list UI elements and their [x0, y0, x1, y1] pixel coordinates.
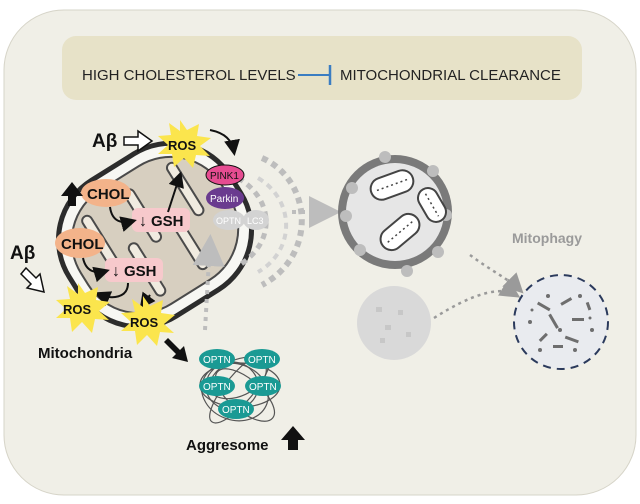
header-right-text: MITOCHONDRIAL CLEARANCE	[340, 67, 561, 84]
mito-to-aggresome-arrow	[164, 338, 188, 362]
chol-top-label: CHOL	[87, 186, 130, 203]
gsh-left-node	[105, 258, 163, 282]
header-left-text: HIGH CHOLESTEROL LEVELS	[82, 67, 296, 84]
header-band	[62, 36, 582, 100]
aggresome	[199, 349, 281, 424]
ros-left-star	[56, 283, 110, 333]
lc3-label: LC3	[247, 216, 264, 226]
pink1-label: PINK1	[210, 171, 239, 182]
background-panel	[3, 9, 637, 496]
aggresome-optn-2: OPTN	[248, 355, 276, 366]
dotted-arrow-from-autophagosome	[469, 253, 524, 294]
gsh-left-label: GSH	[124, 263, 157, 280]
phagophore-inner	[236, 175, 269, 269]
ros-left-label: ROS	[63, 302, 92, 317]
gsh-left-arrow: ↓	[112, 263, 120, 280]
chol-left-node	[55, 228, 105, 258]
aggresome-optn-4: OPTN	[249, 382, 277, 393]
pink1-node	[205, 164, 245, 186]
ros-bottom-label: ROS	[130, 315, 159, 330]
dotted-arrow-aggresome-up	[192, 234, 225, 331]
optn-small-label: OPTN	[216, 216, 241, 226]
cycle-arrow-3	[94, 282, 129, 307]
aggresome-optn-1: OPTN	[203, 355, 231, 366]
lysosome-contents	[376, 307, 411, 343]
gsh-top-label: GSH	[151, 213, 184, 230]
autolysosome	[513, 274, 609, 370]
abeta-top-label: Aβ	[92, 131, 117, 152]
phagophore-mid	[256, 176, 289, 274]
abeta-top-arrow	[123, 129, 154, 153]
aggresome-label: Aggresome	[186, 437, 269, 454]
ros-top-curve-arrow	[209, 129, 240, 156]
chol-left-label: CHOL	[61, 236, 104, 253]
mitochondria-label: Mitochondria	[38, 345, 133, 362]
aggresome-up-arrow	[281, 426, 305, 450]
aggresome-optn-3: OPTN	[203, 382, 231, 393]
parkin-label: Parkin	[210, 194, 238, 205]
gsh-top-node	[132, 208, 190, 232]
cycle-arrow-4	[167, 171, 184, 213]
ros-top-label: ROS	[168, 138, 197, 153]
cycle-arrow-1	[109, 206, 137, 232]
chol-top-node	[81, 179, 131, 207]
ros-bottom-star	[121, 296, 175, 346]
mitophagy-label: Mitophagy	[512, 230, 582, 246]
gsh-top-arrow: ↓	[139, 213, 147, 230]
cycle-arrow-2	[82, 257, 110, 283]
optn-small-node	[213, 210, 245, 230]
abeta-left-arrow	[19, 266, 45, 294]
aggresome-optn-5: OPTN	[222, 405, 250, 416]
up-arrow-chol	[61, 182, 83, 206]
parkin-node	[206, 187, 244, 209]
autophagosome	[338, 151, 452, 277]
lysosome	[357, 286, 431, 360]
lc3-node	[243, 210, 269, 230]
ros-top-star	[158, 120, 211, 168]
abeta-left-label: Aβ	[10, 243, 35, 264]
phagophore-outer	[260, 155, 305, 288]
